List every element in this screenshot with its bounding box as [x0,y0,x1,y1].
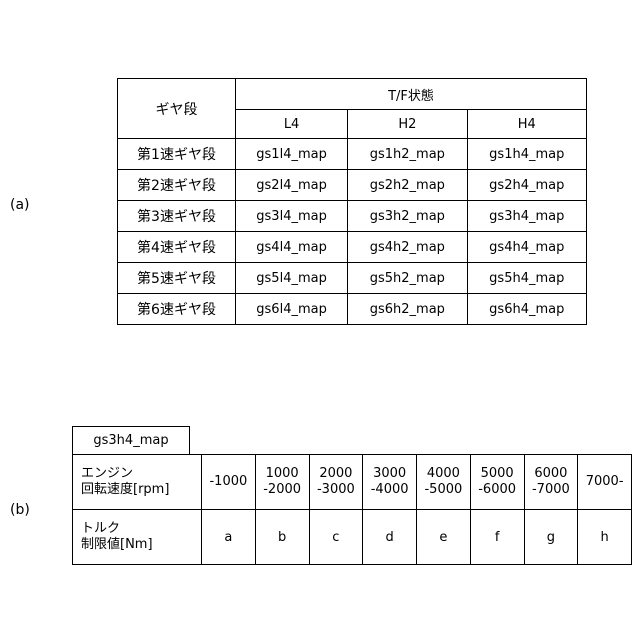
speed-range-text: 7000- [578,474,631,490]
speed-range-text: -4000 [363,482,416,498]
map-cell: gs1l4_map [236,139,348,170]
speed-range-cell: 7000- [578,455,632,510]
tf-state-header: T/F状態 [236,79,587,110]
map-cell: gs3l4_map [236,201,348,232]
speed-range-text: -7000 [525,482,578,498]
map-cell: gs4h2_map [348,232,467,263]
map-cell: gs2h2_map [348,170,467,201]
figure-label-a: (a) [10,197,30,213]
map-cell: gs2h4_map [467,170,586,201]
speed-range-cell: -1000 [202,455,256,510]
speed-range-text: 3000 [363,466,416,482]
map-cell: gs5h4_map [467,263,586,294]
speed-range-text: -3000 [310,482,363,498]
table-row: 第3速ギヤ段 gs3l4_map gs3h2_map gs3h4_map [118,201,587,232]
speed-range-cell: 6000 -7000 [524,455,578,510]
torque-limit-header-line2: 制限値[Nm] [81,537,201,553]
column-header-h4: H4 [467,110,586,139]
column-header-h2: H2 [348,110,467,139]
table-row: 第5速ギヤ段 gs5l4_map gs5h2_map gs5h4_map [118,263,587,294]
speed-range-text: 1000 [256,466,309,482]
table-row: 第2速ギヤ段 gs2l4_map gs2h2_map gs2h4_map [118,170,587,201]
figure-label-b: (b) [10,502,30,518]
gear-cell: 第6速ギヤ段 [118,294,236,325]
map-name-tab: gs3h4_map [72,426,190,454]
gear-cell: 第4速ギヤ段 [118,232,236,263]
map-cell: gs5h2_map [348,263,467,294]
map-cell: gs6h2_map [348,294,467,325]
speed-range-cell: 5000 -6000 [470,455,524,510]
map-cell: gs4h4_map [467,232,586,263]
torque-limit-header: トルク 制限値[Nm] [73,510,202,565]
column-header-l4: L4 [236,110,348,139]
table-row: 第1速ギヤ段 gs1l4_map gs1h2_map gs1h4_map [118,139,587,170]
speed-range-text: -6000 [471,482,524,498]
speed-range-cell: 2000 -3000 [309,455,363,510]
speed-range-text: 6000 [525,466,578,482]
table-row: 第6速ギヤ段 gs6l4_map gs6h2_map gs6h4_map [118,294,587,325]
gear-cell: 第1速ギヤ段 [118,139,236,170]
speed-range-text: 4000 [417,466,470,482]
torque-limit-header-line1: トルク [81,521,201,537]
gear-header: ギヤ段 [118,79,236,139]
engine-speed-header-line1: エンジン [81,466,201,482]
table-row: トルク 制限値[Nm] a b c d e f g h [73,510,632,565]
speed-range-cell: 3000 -4000 [363,455,417,510]
table-row: 第4速ギヤ段 gs4l4_map gs4h2_map gs4h4_map [118,232,587,263]
gear-map-table: ギヤ段 T/F状態 L4 H2 H4 第1速ギヤ段 gs1l4_map gs1h… [117,78,587,325]
engine-speed-header-line2: 回転速度[rpm] [81,482,201,498]
map-cell: gs6h4_map [467,294,586,325]
torque-value-cell: b [255,510,309,565]
speed-range-text: 5000 [471,466,524,482]
map-cell: gs3h2_map [348,201,467,232]
speed-range-text: 2000 [310,466,363,482]
gear-cell: 第2速ギヤ段 [118,170,236,201]
torque-value-cell: d [363,510,417,565]
speed-range-text: -5000 [417,482,470,498]
speed-range-text: -1000 [202,474,255,490]
map-cell: gs4l4_map [236,232,348,263]
torque-value-cell: h [578,510,632,565]
speed-range-cell: 4000 -5000 [417,455,471,510]
torque-value-cell: f [470,510,524,565]
torque-value-cell: e [417,510,471,565]
map-cell: gs5l4_map [236,263,348,294]
map-cell: gs3h4_map [467,201,586,232]
map-cell: gs1h2_map [348,139,467,170]
gear-cell: 第3速ギヤ段 [118,201,236,232]
table-row: エンジン 回転速度[rpm] -1000 1000 -2000 2000 -30… [73,455,632,510]
torque-limit-table: エンジン 回転速度[rpm] -1000 1000 -2000 2000 -30… [72,454,632,565]
gear-cell: 第5速ギヤ段 [118,263,236,294]
speed-range-text: -2000 [256,482,309,498]
map-cell: gs2l4_map [236,170,348,201]
torque-value-cell: a [202,510,256,565]
speed-range-cell: 1000 -2000 [255,455,309,510]
map-cell: gs1h4_map [467,139,586,170]
map-cell: gs6l4_map [236,294,348,325]
torque-value-cell: g [524,510,578,565]
torque-value-cell: c [309,510,363,565]
engine-speed-header: エンジン 回転速度[rpm] [73,455,202,510]
